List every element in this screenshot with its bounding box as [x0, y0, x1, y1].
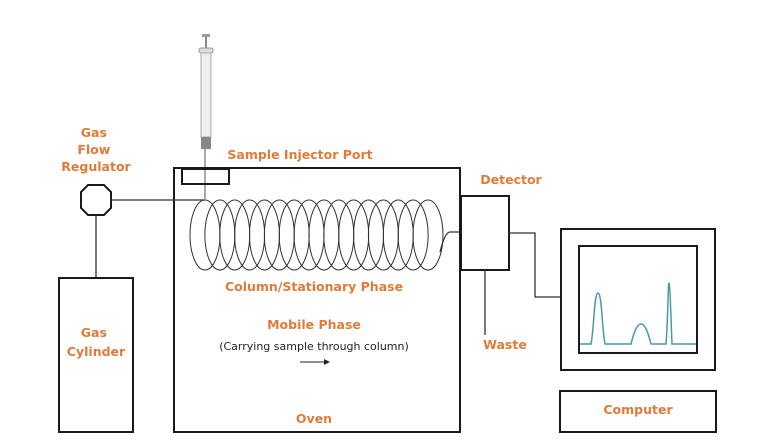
- computer-box: [559, 390, 717, 433]
- monitor-screen: [578, 245, 698, 354]
- gas-cylinder: [58, 277, 134, 433]
- computer-label: Computer: [603, 402, 673, 417]
- flow-direction-arrow-icon: [300, 359, 330, 365]
- column-outlet-line: [439, 231, 461, 253]
- mobile-phase-note: (Carrying sample through column): [219, 340, 409, 353]
- oven-label: Oven: [296, 411, 332, 426]
- column-label: Column/Stationary Phase: [225, 279, 403, 294]
- sample-injector-port: [181, 168, 230, 185]
- sample-injector-port-label: Sample Injector Port: [227, 147, 372, 162]
- chromatogram-trace: [580, 282, 696, 345]
- mobile-phase-label: Mobile Phase: [267, 317, 361, 332]
- gas-flow-regulator-label: Gas Flow Regulator: [61, 125, 131, 174]
- syringe-icon: [198, 34, 214, 199]
- monitor: [560, 228, 716, 371]
- column-coil-loop: [397, 199, 429, 271]
- oven-box: [173, 167, 461, 433]
- detector-to-monitor-line: [509, 232, 561, 298]
- detector-label: Detector: [480, 172, 542, 187]
- gas-flow-regulator: [80, 184, 112, 216]
- detector-box: [460, 195, 510, 271]
- column-coil: [189, 199, 444, 271]
- gas-cylinder-label: Gas Cylinder: [67, 325, 126, 359]
- waste-label: Waste: [483, 337, 527, 352]
- column-coil-loop: [412, 199, 444, 271]
